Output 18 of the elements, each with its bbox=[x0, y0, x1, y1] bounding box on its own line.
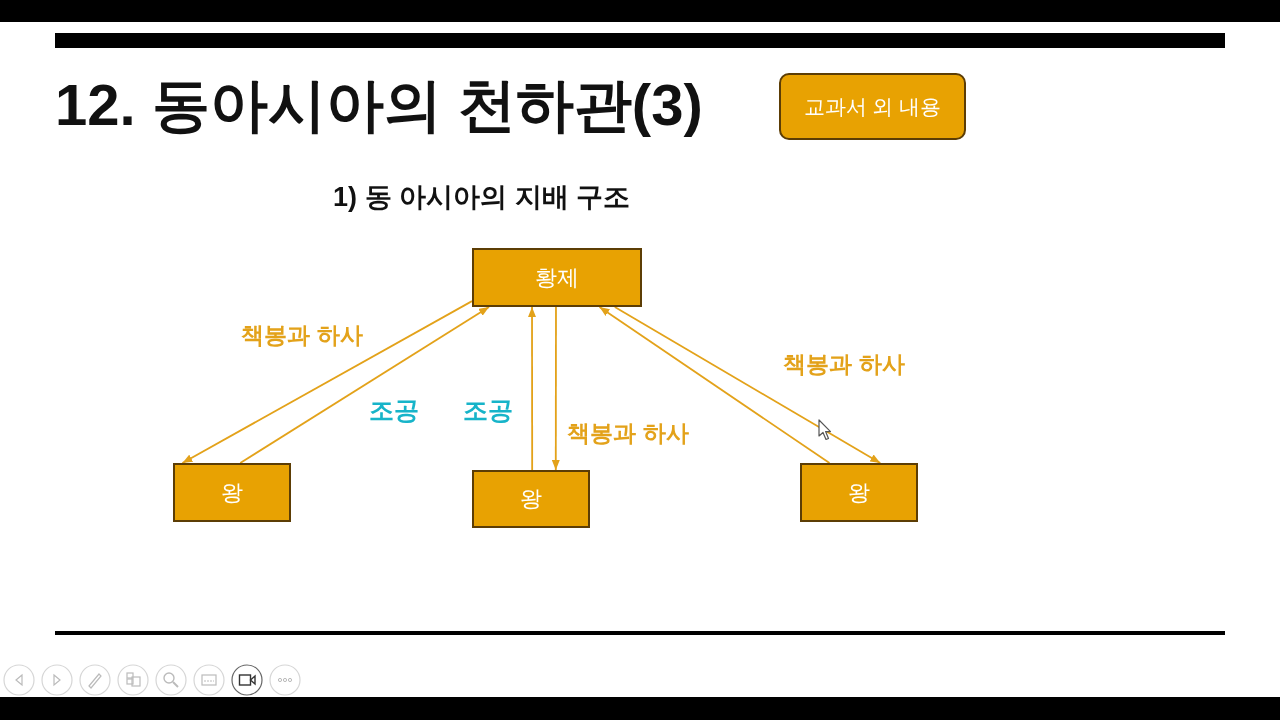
arrow bbox=[181, 300, 473, 464]
edge-label: 조공 bbox=[367, 397, 421, 425]
slide-title: 12. 동아시아의 천하관(3) bbox=[55, 72, 703, 138]
edge-label: 책봉과 하사 bbox=[239, 323, 365, 349]
arrow bbox=[239, 306, 490, 464]
rank-box: 황제 bbox=[472, 248, 642, 307]
arrow bbox=[528, 306, 536, 471]
edge-label: 책봉과 하사 bbox=[565, 421, 691, 447]
rank-box: 왕 bbox=[173, 463, 291, 522]
arrow bbox=[551, 306, 560, 471]
edge-label: 책봉과 하사 bbox=[781, 352, 907, 378]
arrow bbox=[613, 306, 882, 464]
edge-label: 조공 bbox=[461, 397, 515, 425]
rank-box: 왕 bbox=[800, 463, 918, 522]
rank-box: 왕 bbox=[472, 470, 590, 528]
note-badge: 교과서 외 내용 bbox=[779, 73, 966, 140]
section-heading: 1) 동 아시아의 지배 구조 bbox=[333, 181, 630, 214]
arrow bbox=[598, 306, 831, 464]
